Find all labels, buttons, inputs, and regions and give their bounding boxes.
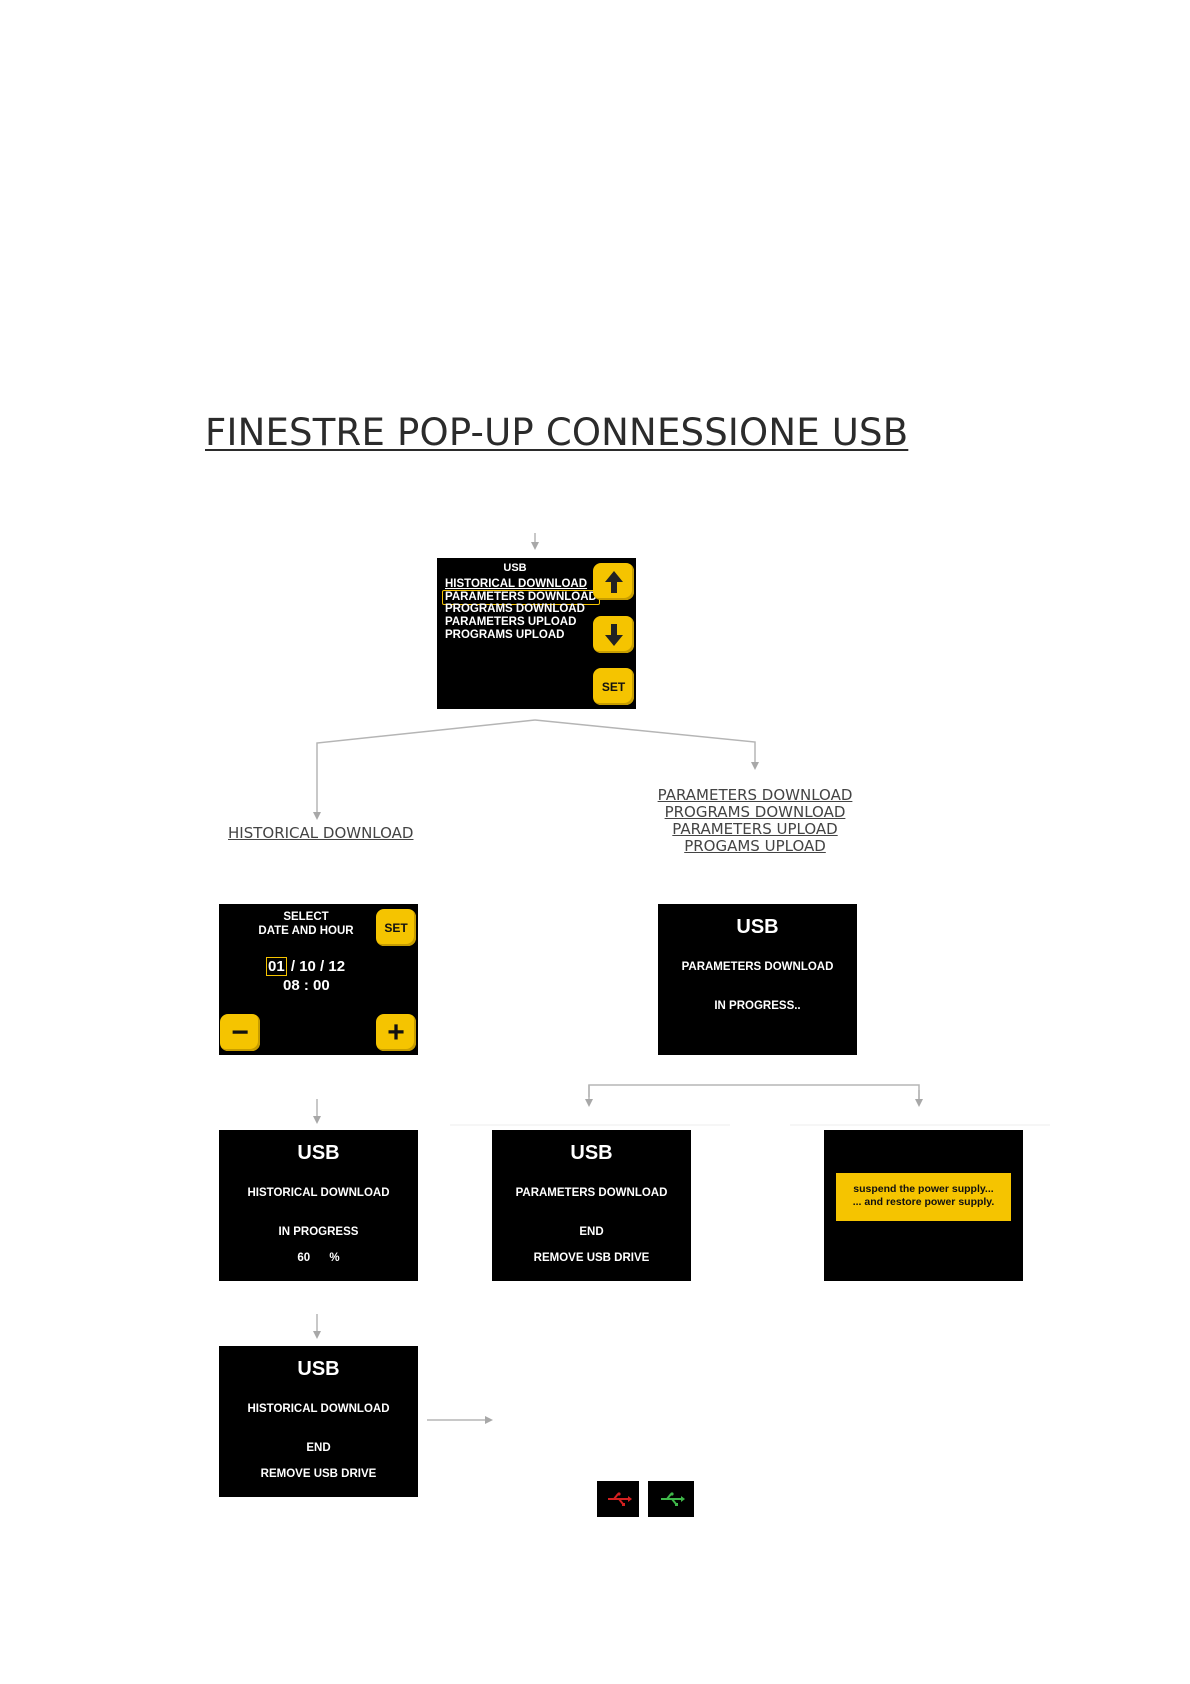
- screen-status: IN PROGRESS..: [714, 1000, 801, 1012]
- date-select-screen: SELECT DATE AND HOUR 01 / 10 / 12 08 : 0…: [219, 904, 418, 1055]
- screen-instruction: REMOVE USB DRIVE: [533, 1252, 650, 1264]
- historical-download-label: HISTORICAL DOWNLOAD: [228, 824, 414, 842]
- menu-up-button[interactable]: [593, 563, 634, 600]
- usb-disconnected-indicator: [597, 1481, 639, 1517]
- menu-down-button[interactable]: [593, 616, 634, 653]
- screen-line1: HISTORICAL DOWNLOAD: [247, 1403, 390, 1415]
- menu-set-button[interactable]: SET: [593, 668, 634, 705]
- minus-button[interactable]: −: [220, 1014, 260, 1051]
- power-supply-line1: suspend the power supply...: [853, 1183, 994, 1195]
- parameters-group-label: PARAMETERS DOWNLOAD PROGRAMS DOWNLOAD PA…: [655, 787, 855, 855]
- historical-end-screen: USB HISTORICAL DOWNLOAD END REMOVE USB D…: [219, 1346, 418, 1497]
- arrow-up-icon: [604, 570, 623, 593]
- menu-item-programs-upload[interactable]: PROGRAMS UPLOAD: [445, 629, 565, 641]
- page-title: FINESTRE POP-UP CONNESSIONE USB: [205, 411, 909, 454]
- parameters-progress-screen: USB PARAMETERS DOWNLOAD IN PROGRESS..: [658, 904, 857, 1055]
- menu-header: USB: [503, 562, 527, 574]
- menu-item-programs-download[interactable]: PROGRAMS DOWNLOAD: [445, 603, 585, 615]
- menu-item-historical-download[interactable]: HISTORICAL DOWNLOAD: [445, 578, 588, 590]
- screen-line1: HISTORICAL DOWNLOAD: [247, 1187, 390, 1199]
- arrow-to-parameters: [534, 719, 759, 770]
- arrow-to-historical: [313, 719, 536, 820]
- usb-disconnected-icon: [608, 1492, 632, 1506]
- date-screen-line1: SELECT: [283, 911, 329, 923]
- minus-icon: −: [231, 1015, 249, 1049]
- progress-percent: 60 %: [219, 1252, 418, 1264]
- screen-status: END: [306, 1442, 331, 1454]
- screen-header: USB: [297, 1142, 340, 1164]
- power-supply-banner: suspend the power supply... ... and rest…: [836, 1173, 1011, 1221]
- historical-progress-screen: USB HISTORICAL DOWNLOAD IN PROGRESS 60 %: [219, 1130, 418, 1281]
- programs-download-label: PROGRAMS DOWNLOAD: [664, 803, 846, 821]
- parameters-download-label: PARAMETERS DOWNLOAD: [657, 786, 853, 804]
- time-value: 08 : 00: [283, 977, 330, 994]
- parameters-upload-label: PARAMETERS UPLOAD: [672, 820, 838, 838]
- usb-menu-screen: USB HISTORICAL DOWNLOAD PARAMETERS DOWNL…: [437, 558, 636, 709]
- usb-connected-indicator: [648, 1481, 694, 1517]
- arrow-down-icon: [604, 623, 623, 646]
- date-set-button[interactable]: SET: [376, 909, 416, 946]
- screen-header: USB: [736, 916, 779, 938]
- percent-sign: %: [329, 1252, 340, 1264]
- menu-item-parameters-upload[interactable]: PARAMETERS UPLOAD: [445, 616, 577, 628]
- screen-instruction: REMOVE USB DRIVE: [260, 1468, 377, 1480]
- branch-params: [588, 1084, 920, 1103]
- percent-value: 60: [297, 1252, 311, 1264]
- screen-header: USB: [297, 1358, 340, 1380]
- plus-button[interactable]: +: [376, 1014, 416, 1051]
- screen-line1: PARAMETERS DOWNLOAD: [515, 1187, 668, 1199]
- power-supply-line2: ... and restore power supply.: [852, 1196, 995, 1208]
- date-day-field[interactable]: 01: [266, 957, 287, 976]
- plus-icon: +: [387, 1015, 405, 1049]
- programs-upload-label: PROGAMS UPLOAD: [684, 837, 826, 855]
- date-month-year: / 10 / 12: [290, 958, 346, 975]
- screen-status: IN PROGRESS: [278, 1226, 359, 1238]
- date-value: 01 / 10 / 12: [266, 957, 346, 976]
- usb-connected-icon: [661, 1492, 685, 1506]
- screen-line1: PARAMETERS DOWNLOAD: [681, 961, 834, 973]
- date-screen-line2: DATE AND HOUR: [258, 925, 354, 937]
- parameters-end-screen: USB PARAMETERS DOWNLOAD END REMOVE USB D…: [492, 1130, 691, 1281]
- power-supply-screen: suspend the power supply... ... and rest…: [824, 1130, 1023, 1281]
- screen-status: END: [579, 1226, 604, 1238]
- screen-header: USB: [570, 1142, 613, 1164]
